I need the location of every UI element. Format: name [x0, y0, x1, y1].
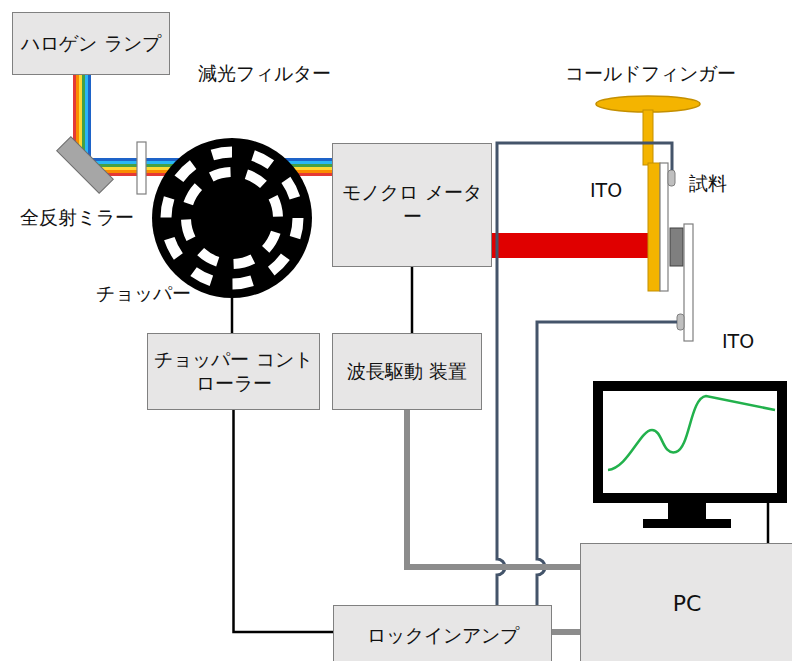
chopper-wheel	[152, 138, 312, 298]
chopper-label: チョッパー	[96, 282, 191, 305]
lockin-box: ロックインアンプ	[333, 605, 552, 661]
box-label: PC	[667, 590, 708, 618]
mirror	[57, 137, 114, 194]
mirror-label: 全反射ミラー	[20, 206, 134, 229]
box-label: ロックインアンプ	[361, 624, 525, 648]
contact	[668, 170, 675, 186]
box-label: モノクロ メーター	[335, 181, 490, 229]
monochromator-box: モノクロ メーター	[332, 143, 492, 267]
box-label: チョッパー コントローラー	[148, 348, 319, 396]
cable	[552, 629, 580, 635]
monitor	[593, 381, 787, 544]
ito-label: ITO	[722, 330, 754, 353]
sample	[670, 228, 683, 266]
ito-plate	[660, 163, 668, 291]
cold-finger-label: コールドフィンガー	[565, 62, 736, 85]
contact	[677, 314, 684, 330]
lamp-box: ハロゲン ランプ	[12, 12, 170, 75]
cable	[234, 410, 334, 632]
drive-box: 波長駆動 装置	[332, 333, 482, 410]
ito-plate	[684, 224, 693, 341]
box-label: ハロゲン ランプ	[15, 32, 166, 56]
filter-label: 減光フィルター	[198, 62, 331, 85]
monochromatic-beam	[482, 233, 652, 258]
controller-box: チョッパー コントローラー	[147, 333, 320, 410]
sample-label: 試料	[689, 172, 727, 195]
cable	[407, 410, 580, 567]
nd-filter	[137, 142, 146, 194]
ito-label: ITO	[590, 179, 622, 202]
pc-box: PC	[580, 543, 792, 661]
signal-wire	[497, 143, 672, 606]
chopper-cable	[231, 297, 234, 333]
cable	[411, 267, 414, 333]
box-label: 波長駆動 装置	[341, 360, 473, 384]
